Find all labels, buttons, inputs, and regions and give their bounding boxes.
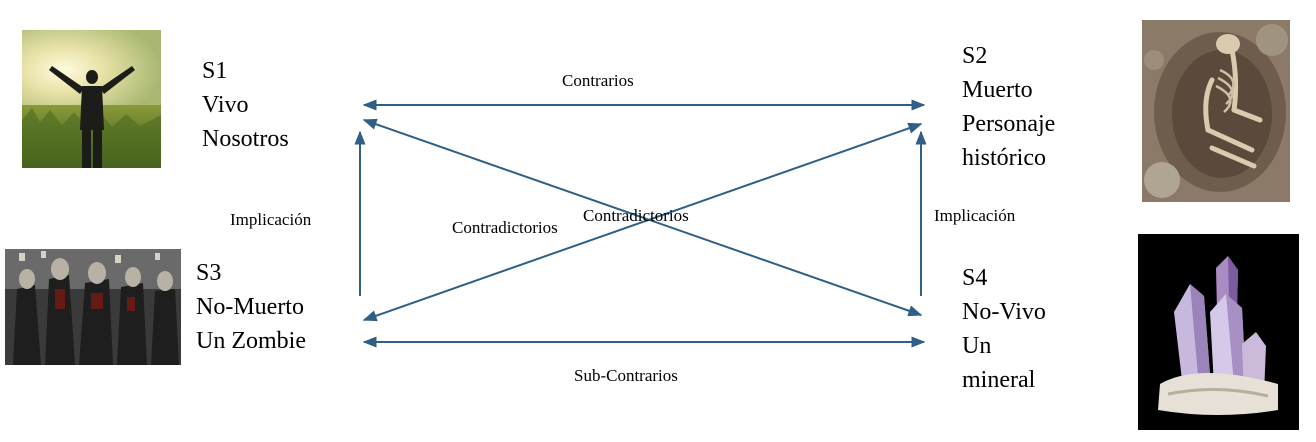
term-s2-example-line2: histórico	[962, 145, 1046, 171]
term-s4: S4 No-Vivo Un mineral	[962, 261, 1046, 397]
label-contradictorios-b: Contradictorios	[583, 206, 689, 225]
term-s2: S2 Muerto Personaje histórico	[962, 39, 1055, 175]
zombie-crowd-image	[5, 249, 181, 365]
term-s3: S3 No-Muerto Un Zombie	[196, 256, 306, 358]
label-contradictorios-a: Contradictorios	[452, 218, 558, 237]
term-s1-code: S1	[202, 58, 228, 84]
label-contrarios: Contrarios	[562, 71, 634, 90]
term-s3-term: No-Muerto	[196, 294, 304, 320]
term-s2-term: Muerto	[962, 77, 1033, 103]
amethyst-crystal-image	[1138, 234, 1299, 430]
man-in-field-image	[22, 30, 161, 168]
term-s3-example: Un Zombie	[196, 328, 306, 354]
skeleton-burial-image	[1142, 20, 1290, 202]
term-s1-term: Vivo	[202, 92, 249, 118]
label-subcontrarios: Sub-Contrarios	[574, 366, 678, 385]
term-s3-code: S3	[196, 260, 222, 286]
term-s2-example-line1: Personaje	[962, 111, 1056, 137]
term-s1: S1 Vivo Nosotros	[202, 54, 289, 156]
term-s4-term: No-Vivo	[962, 299, 1046, 325]
term-s1-example: Nosotros	[202, 126, 289, 152]
term-s4-example-line1: Un	[962, 333, 992, 359]
term-s4-code: S4	[962, 265, 988, 291]
label-implicacion-left: Implicación	[230, 210, 312, 229]
label-implicacion-right: Implicación	[934, 206, 1016, 225]
contradictorios-arrow-b	[362, 122, 923, 322]
term-s4-example-line2: mineral	[962, 367, 1036, 393]
term-s2-code: S2	[962, 43, 988, 69]
